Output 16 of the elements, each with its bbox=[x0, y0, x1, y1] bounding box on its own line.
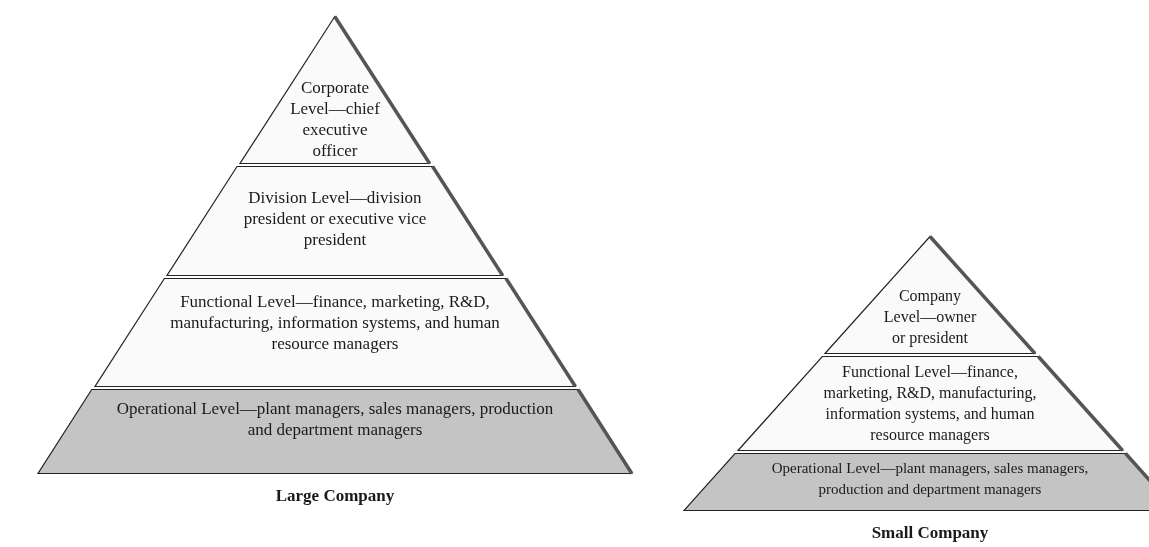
pyramid-caption: Small Company bbox=[870, 522, 990, 544]
pyramid-tier bbox=[237, 15, 433, 165]
tier-label: Functional Level—finance, marketing, R&D, manufacturing, information systems, and human resource managers bbox=[169, 291, 501, 354]
pyramid-caption: Large Company bbox=[274, 485, 396, 507]
tier-label: Operational Level—plant managers, sales managers, production and department managers bbox=[770, 459, 1090, 499]
tier-label: Company Level—owner or president bbox=[882, 286, 978, 348]
pyramid-tier bbox=[822, 235, 1038, 355]
shaded-pyramid-tier bbox=[680, 452, 1149, 512]
pyramid-tier bbox=[164, 165, 506, 277]
tier-label: Operational Level—plant managers, sales managers, production and department managers bbox=[115, 398, 555, 440]
pyramid-tier bbox=[734, 355, 1126, 452]
pyramid-tier bbox=[91, 277, 579, 388]
tier-label: Functional Level—finance, marketing, R&D, manufacturing, information systems, and human resource managers bbox=[822, 362, 1038, 445]
shaded-pyramid-tier bbox=[35, 388, 635, 475]
tier-label: Corporate Level—chief executive officer bbox=[289, 77, 381, 161]
tier-label: Division Level—division president or executive vice president bbox=[242, 187, 428, 250]
